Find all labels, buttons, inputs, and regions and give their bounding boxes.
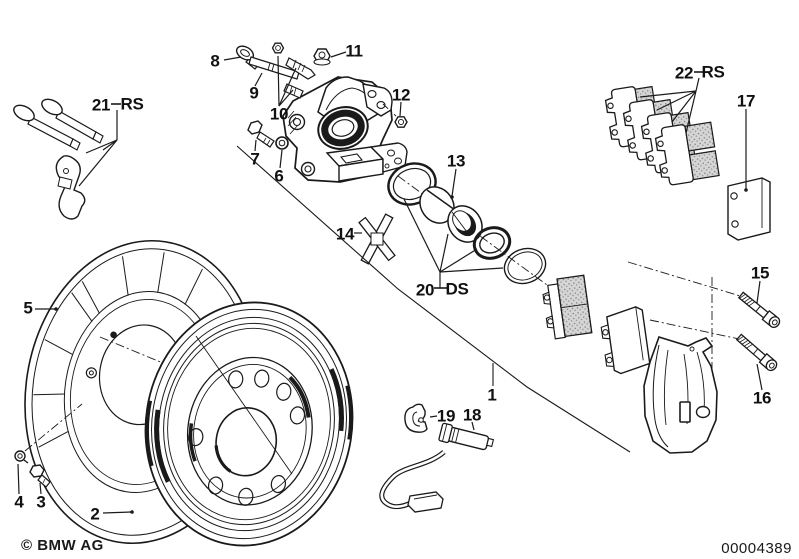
sensor-clip bbox=[404, 403, 428, 433]
drawing-number: 00004389 bbox=[721, 540, 792, 557]
wear-sensor bbox=[438, 422, 495, 451]
part-callout-8: 8 bbox=[210, 51, 220, 71]
part-callout-20: 20 bbox=[415, 280, 435, 300]
pad-shim-plate bbox=[727, 177, 771, 241]
pad-retaining-spring bbox=[358, 213, 396, 265]
piston-seal-ring bbox=[387, 162, 437, 206]
shield-washer-4 bbox=[14, 450, 29, 464]
part-callout-6: 6 bbox=[274, 166, 284, 186]
part-callout-11: 11 bbox=[345, 41, 363, 61]
bolt-axis-lines bbox=[627, 261, 748, 378]
caliper-housing bbox=[643, 336, 718, 454]
sensor-cable-inner bbox=[380, 450, 445, 508]
part-callout-20-code: DS bbox=[445, 279, 469, 299]
disc-center-line bbox=[195, 335, 293, 475]
guide-pin-9 bbox=[248, 56, 300, 80]
hex-bolt-7 bbox=[247, 120, 275, 148]
shield-bolt-3 bbox=[29, 464, 51, 488]
part-callout-4: 4 bbox=[14, 492, 24, 512]
hex-nut-12 bbox=[394, 116, 408, 128]
part-callout-18: 18 bbox=[462, 405, 482, 425]
part-callout-12: 12 bbox=[391, 85, 411, 105]
nut12-axis-line bbox=[382, 103, 397, 117]
flange-nut-11 bbox=[313, 48, 331, 66]
part-callout-21: 21 bbox=[91, 95, 111, 115]
part-callout-15: 15 bbox=[750, 263, 770, 283]
brake-pad-set bbox=[603, 82, 720, 186]
part-callout-13: 13 bbox=[446, 151, 466, 171]
part-callout-21-code: RS bbox=[120, 94, 144, 114]
caliper-bolt-15 bbox=[736, 289, 783, 331]
brake-disc bbox=[144, 301, 354, 547]
part-callout-22-code: RS bbox=[701, 62, 725, 82]
leader-dots bbox=[54, 188, 748, 514]
leader-lines bbox=[17, 51, 763, 514]
part-callout-7: 7 bbox=[250, 149, 260, 169]
piston-seal bbox=[472, 226, 512, 260]
pin-nut-10a bbox=[271, 42, 285, 54]
outer-brake-pad bbox=[600, 306, 651, 375]
dust-boot-ring bbox=[503, 247, 547, 285]
part-callout-5: 5 bbox=[23, 298, 33, 318]
piston-axis-line bbox=[397, 175, 559, 294]
inner-brake-pad bbox=[542, 274, 593, 340]
lock-washer-6 bbox=[275, 136, 289, 150]
wheel-bolt-holes bbox=[188, 369, 306, 506]
pad-spring-pins bbox=[13, 98, 104, 220]
brake-piston bbox=[419, 186, 483, 243]
threaded-stud-10b bbox=[285, 57, 316, 80]
shield-bolt-axis-line bbox=[24, 403, 83, 452]
part-callout-1: 1 bbox=[487, 385, 497, 405]
part-callout-3: 3 bbox=[36, 492, 46, 512]
part-callout-19: 19 bbox=[436, 406, 456, 426]
part-callout-14: 14 bbox=[335, 224, 355, 244]
threaded-sleeve-10c bbox=[283, 83, 304, 99]
caliper-piston-bore bbox=[317, 106, 369, 150]
part-callout-22: 22 bbox=[674, 63, 694, 83]
part-callout-10: 10 bbox=[269, 104, 289, 124]
part-callout-17: 17 bbox=[736, 91, 756, 111]
part-callout-2: 2 bbox=[90, 504, 100, 524]
part-callout-16: 16 bbox=[752, 388, 772, 408]
part-callout-9: 9 bbox=[249, 83, 259, 103]
shield-screw-hole bbox=[110, 331, 117, 339]
copyright-notice: © BMW AG bbox=[21, 537, 104, 554]
cable-plug bbox=[407, 491, 444, 513]
brake-caliper bbox=[282, 76, 408, 183]
